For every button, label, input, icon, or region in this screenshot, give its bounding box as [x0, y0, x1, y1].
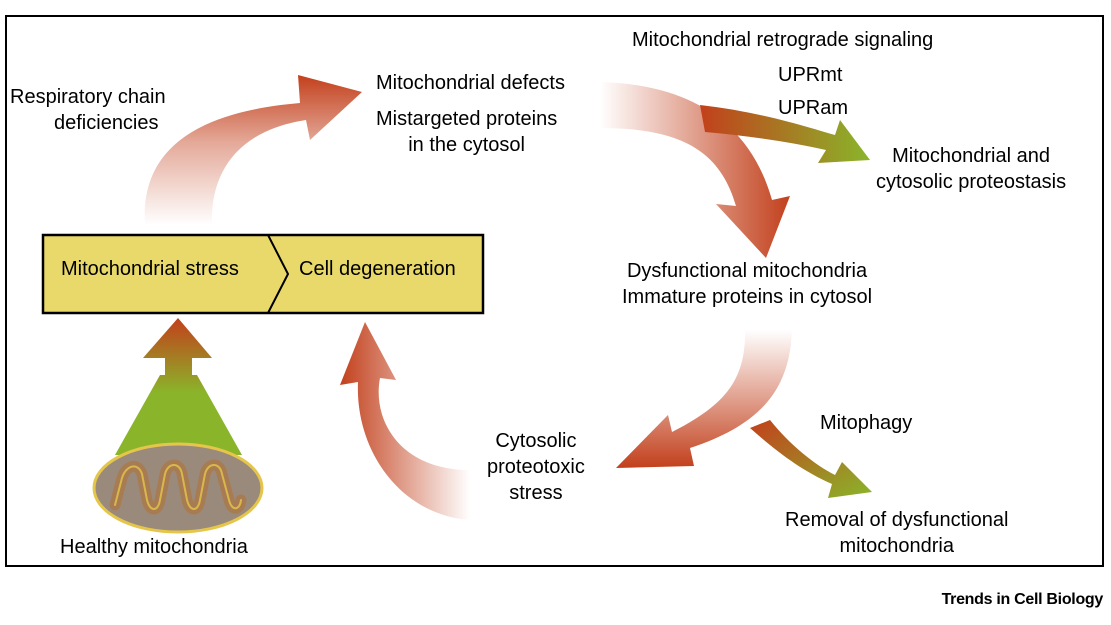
proteostasis-line2: cytosolic proteostasis: [876, 171, 1067, 193]
cytosolic-line3: stress: [509, 482, 563, 504]
label-retrograde: Mitochondrial retrograde signaling: [632, 29, 934, 51]
arrow-defects-to-dysfunctional: [600, 82, 790, 258]
journal-footer: Trends in Cell Biology: [941, 591, 1104, 608]
arrow-stress-to-defects: [144, 75, 362, 225]
mistargeted-line2: in the cytosol: [408, 134, 525, 156]
cytosolic-line1: Cytosolic: [495, 430, 577, 452]
label-respiratory: Respiratory chain deficiencies: [10, 84, 166, 136]
arrow-to-proteostasis: [700, 105, 870, 163]
arrow-healthy-to-stress: [115, 318, 242, 455]
label-mito-defects: Mitochondrial defects: [376, 72, 565, 94]
proteostasis-line1: Mitochondrial and: [892, 145, 1050, 167]
mistargeted-line1: Mistargeted proteins: [376, 108, 558, 130]
immature-line: Immature proteins in cytosol: [622, 286, 873, 308]
arrow-dysfunctional-to-cytosolic: [616, 330, 792, 468]
dysfunctional-line: Dysfunctional mitochondria: [626, 260, 868, 282]
respiratory-line2: deficiencies: [54, 112, 159, 134]
label-mitophagy: Mitophagy: [820, 412, 913, 434]
label-uprmt: UPRmt: [778, 64, 843, 86]
label-healthy: Healthy mitochondria: [60, 536, 248, 558]
stress-box-shape: [41, 233, 485, 315]
diagram-frame: [5, 15, 1104, 567]
label-proteostasis: Mitochondrial and cytosolic proteostasis: [876, 143, 1066, 195]
removal-line1: Removal of dysfunctional: [785, 509, 1009, 531]
cytosolic-line2: proteotoxic: [487, 456, 585, 478]
box-mitochondrial-stress: Mitochondrial stress: [61, 258, 239, 280]
respiratory-line1: Respiratory chain: [10, 86, 166, 108]
arrow-cytosolic-to-degeneration: [340, 322, 470, 520]
removal-line2: mitochondria: [839, 535, 954, 557]
label-dysfunctional: Dysfunctional mitochondria Immature prot…: [622, 258, 872, 310]
label-mistargeted: Mistargeted proteins in the cytosol: [376, 106, 557, 158]
stress-box: Mitochondrial stress Cell degeneration: [43, 235, 483, 313]
arrow-to-removal: [750, 420, 872, 498]
mitochondrion-icon: [92, 442, 264, 534]
label-cytosolic: Cytosolic proteotoxic stress: [487, 428, 585, 506]
box-cell-degeneration: Cell degeneration: [299, 258, 456, 280]
label-removal: Removal of dysfunctional mitochondria: [785, 507, 1008, 559]
label-upram: UPRam: [778, 97, 849, 119]
